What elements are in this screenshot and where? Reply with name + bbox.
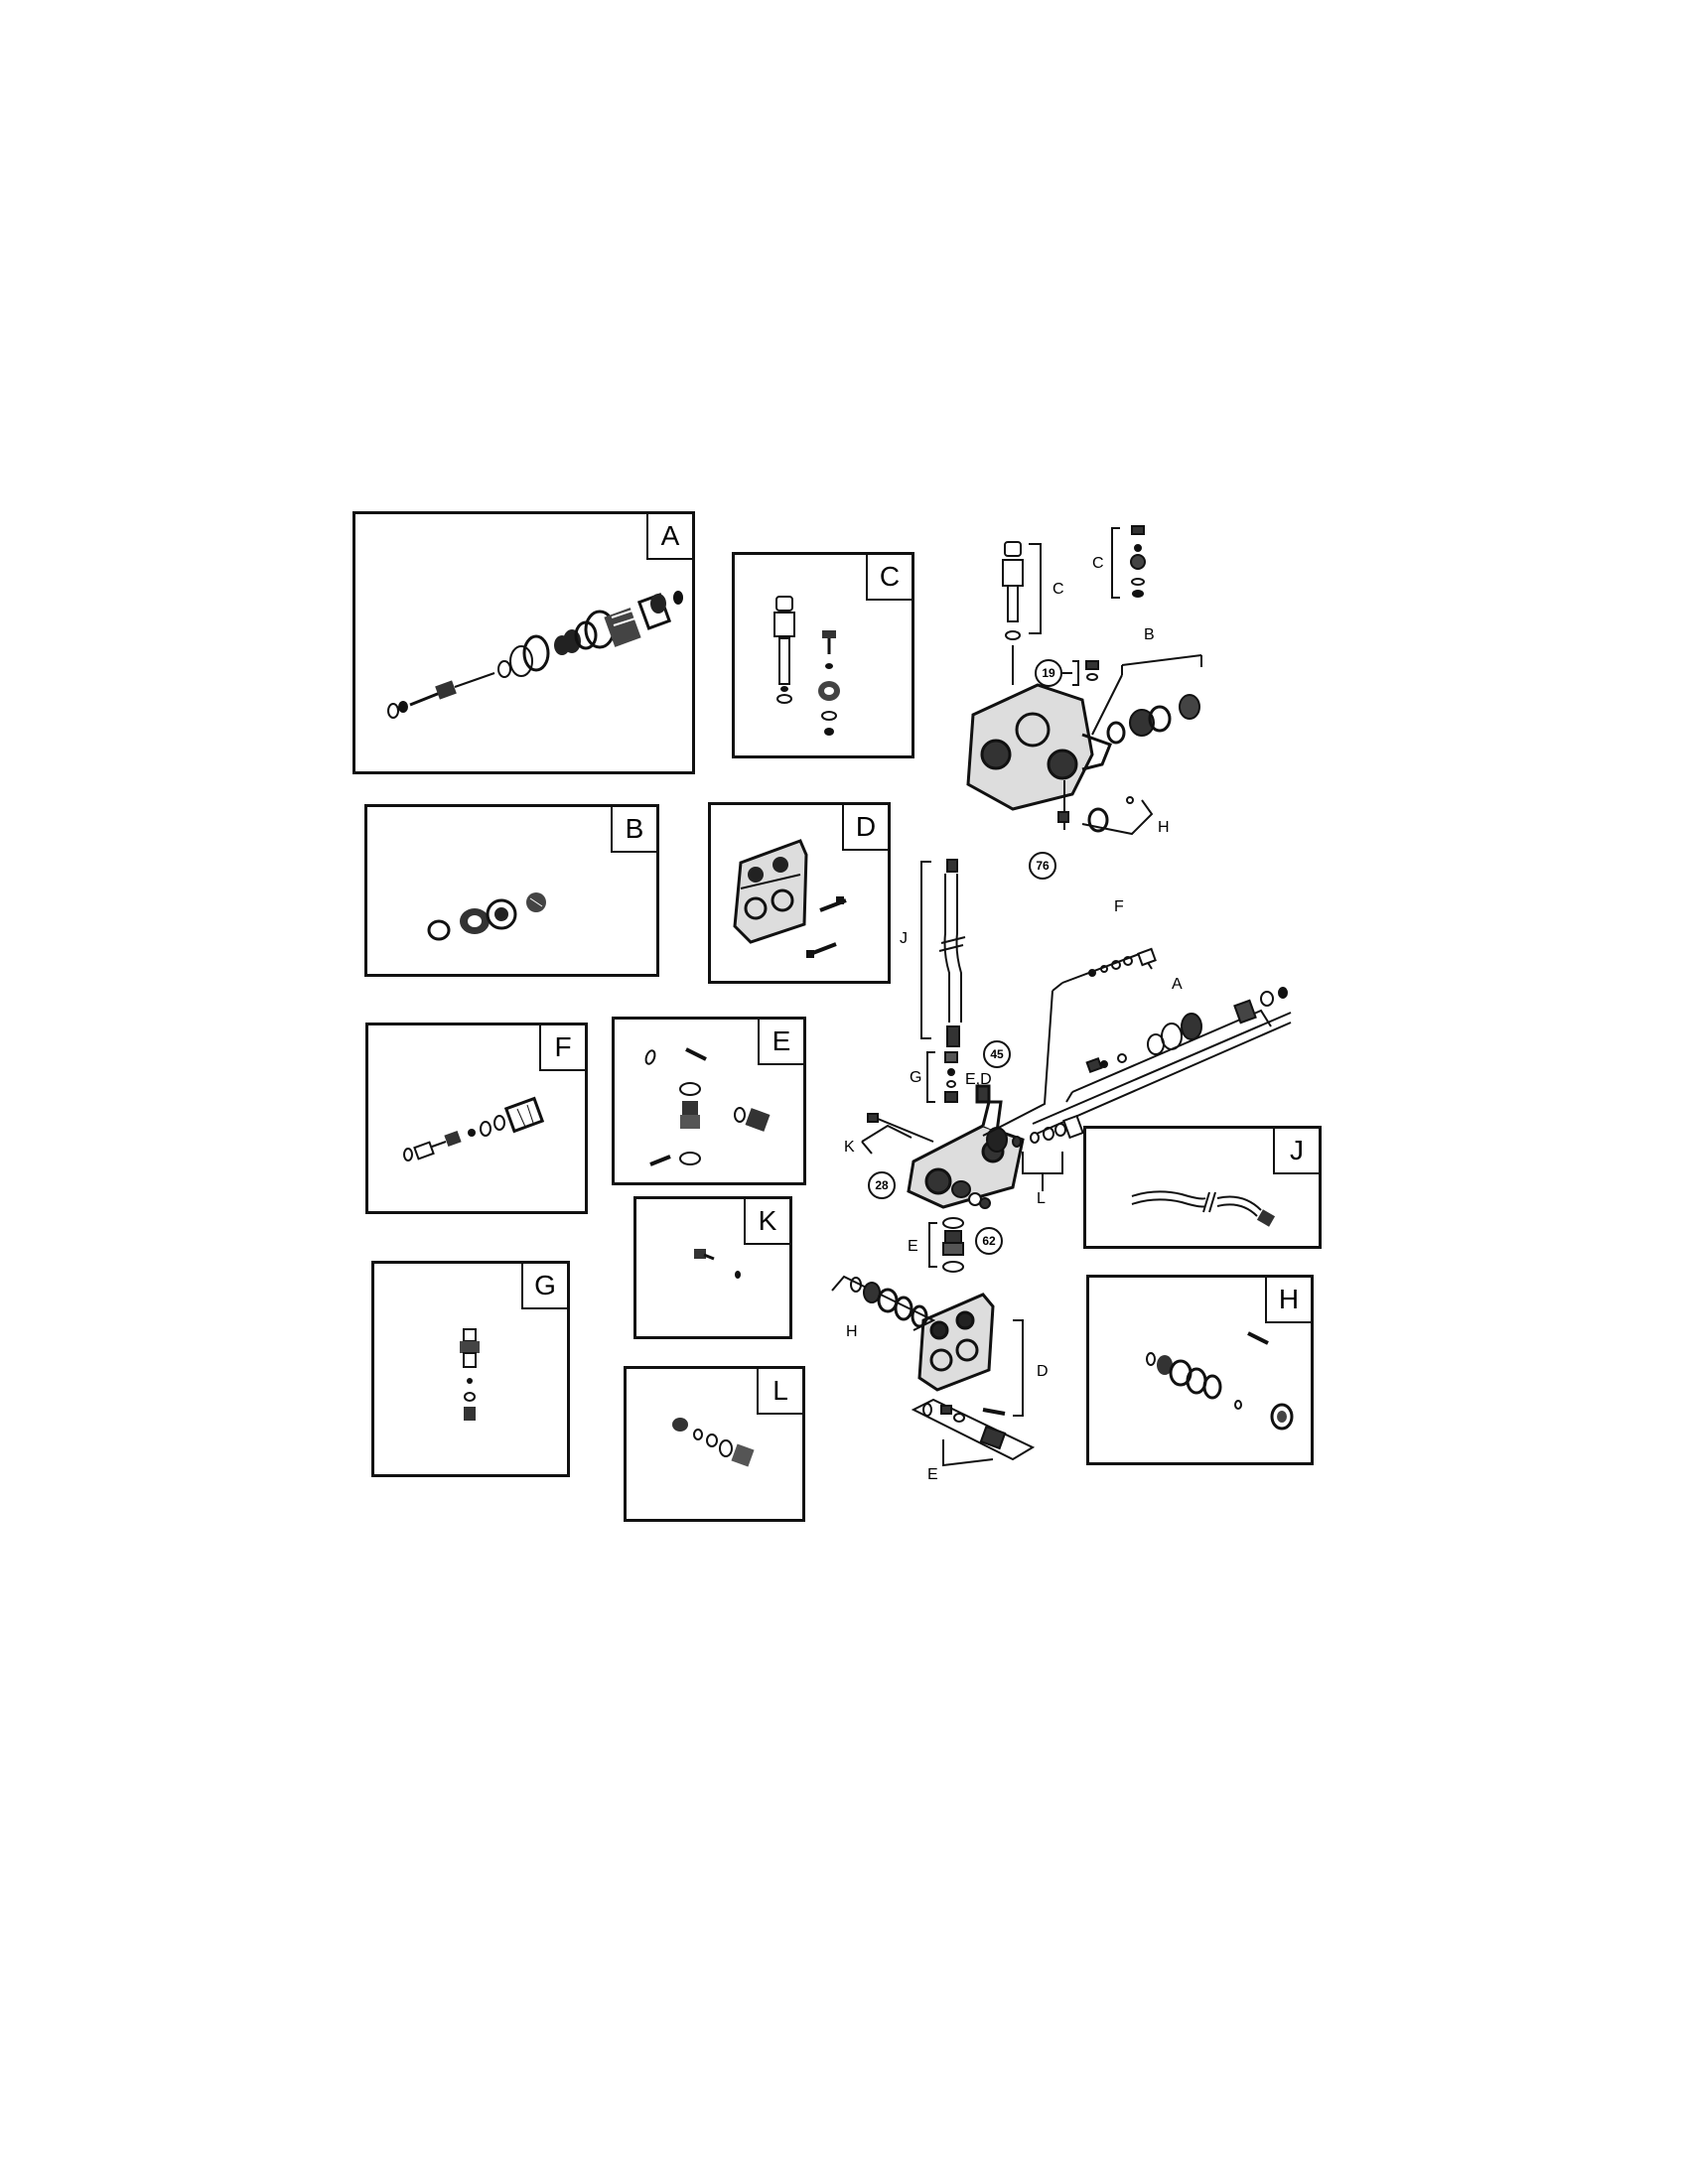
label-c-top-right: C — [1092, 555, 1104, 572]
callout-62: 62 — [975, 1227, 1003, 1255]
detail-panel-l: L — [624, 1366, 805, 1522]
label-e-bottom: E — [927, 1466, 938, 1483]
panel-l-label: L — [757, 1369, 802, 1415]
detail-panel-h: H — [1086, 1275, 1314, 1465]
panel-l-art — [672, 1418, 755, 1467]
panel-g-label: G — [521, 1264, 567, 1309]
l-parts — [1012, 1114, 1084, 1191]
callout-19: 19 — [1035, 659, 1062, 687]
label-c-mid: C — [1052, 581, 1064, 598]
detail-panel-d: D — [708, 802, 891, 984]
b-parts — [1091, 654, 1202, 745]
e-mid-parts — [928, 1217, 964, 1273]
part-19 — [1062, 660, 1099, 686]
panel-c-art — [773, 596, 840, 736]
label-h-upper: H — [1158, 819, 1170, 836]
callout-76: 76 — [1029, 852, 1056, 880]
detail-panel-k: K — [633, 1196, 792, 1339]
c-right-parts — [1111, 525, 1146, 599]
panel-f-art — [403, 1096, 545, 1161]
j-hose — [920, 859, 966, 1047]
outlet-parts — [951, 1180, 991, 1209]
label-e-mid: E — [908, 1238, 918, 1255]
label-l: L — [1037, 1190, 1046, 1207]
pump-head — [966, 683, 1112, 811]
panel-h-art — [1146, 1331, 1294, 1431]
panel-j-art — [1131, 1190, 1276, 1227]
panel-b-art — [427, 892, 546, 941]
label-d: D — [1037, 1363, 1049, 1380]
h-lower-parts — [831, 1275, 936, 1331]
detail-panel-e: E — [612, 1017, 806, 1185]
e-bottom-parts — [911, 1398, 1036, 1467]
detail-panel-c: C — [732, 552, 914, 758]
panel-e-art — [644, 1047, 771, 1166]
f-parts — [982, 947, 1157, 1137]
c-column-parts — [1002, 541, 1042, 685]
detail-panel-g: G — [371, 1261, 570, 1477]
label-h-lower: H — [846, 1323, 858, 1340]
g-column-parts — [926, 1051, 958, 1103]
panel-a-label: A — [646, 514, 692, 560]
panel-b-label: B — [611, 807, 656, 853]
h-upper-parts — [1057, 780, 1154, 836]
label-ed: E,D — [965, 1071, 992, 1088]
label-k: K — [844, 1139, 855, 1156]
lower-manifold — [917, 1293, 1024, 1417]
label-g: G — [910, 1069, 922, 1086]
panel-d-art — [733, 839, 847, 958]
panel-f-label: F — [539, 1025, 585, 1071]
panel-g-art — [460, 1328, 480, 1421]
label-a: A — [1172, 976, 1183, 993]
label-j: J — [900, 930, 908, 947]
callout-45: 45 — [983, 1040, 1011, 1068]
callout-28: 28 — [868, 1171, 896, 1199]
panel-c-label: C — [866, 555, 912, 601]
detail-panel-a: A — [352, 511, 695, 774]
panel-j-label: J — [1273, 1129, 1319, 1174]
panel-a-art — [387, 591, 683, 719]
detail-panel-f: F — [365, 1023, 588, 1214]
panel-h-label: H — [1265, 1278, 1311, 1323]
panel-k-label: K — [744, 1199, 789, 1245]
label-f: F — [1114, 898, 1124, 915]
panel-k-art — [694, 1249, 741, 1279]
detail-panel-b: B — [364, 804, 659, 977]
detail-panel-j: J — [1083, 1126, 1322, 1249]
a-parts — [1032, 987, 1292, 1135]
panel-d-label: D — [842, 805, 888, 851]
k-parts — [861, 1113, 934, 1155]
label-b: B — [1144, 626, 1155, 643]
panel-e-label: E — [758, 1020, 803, 1065]
